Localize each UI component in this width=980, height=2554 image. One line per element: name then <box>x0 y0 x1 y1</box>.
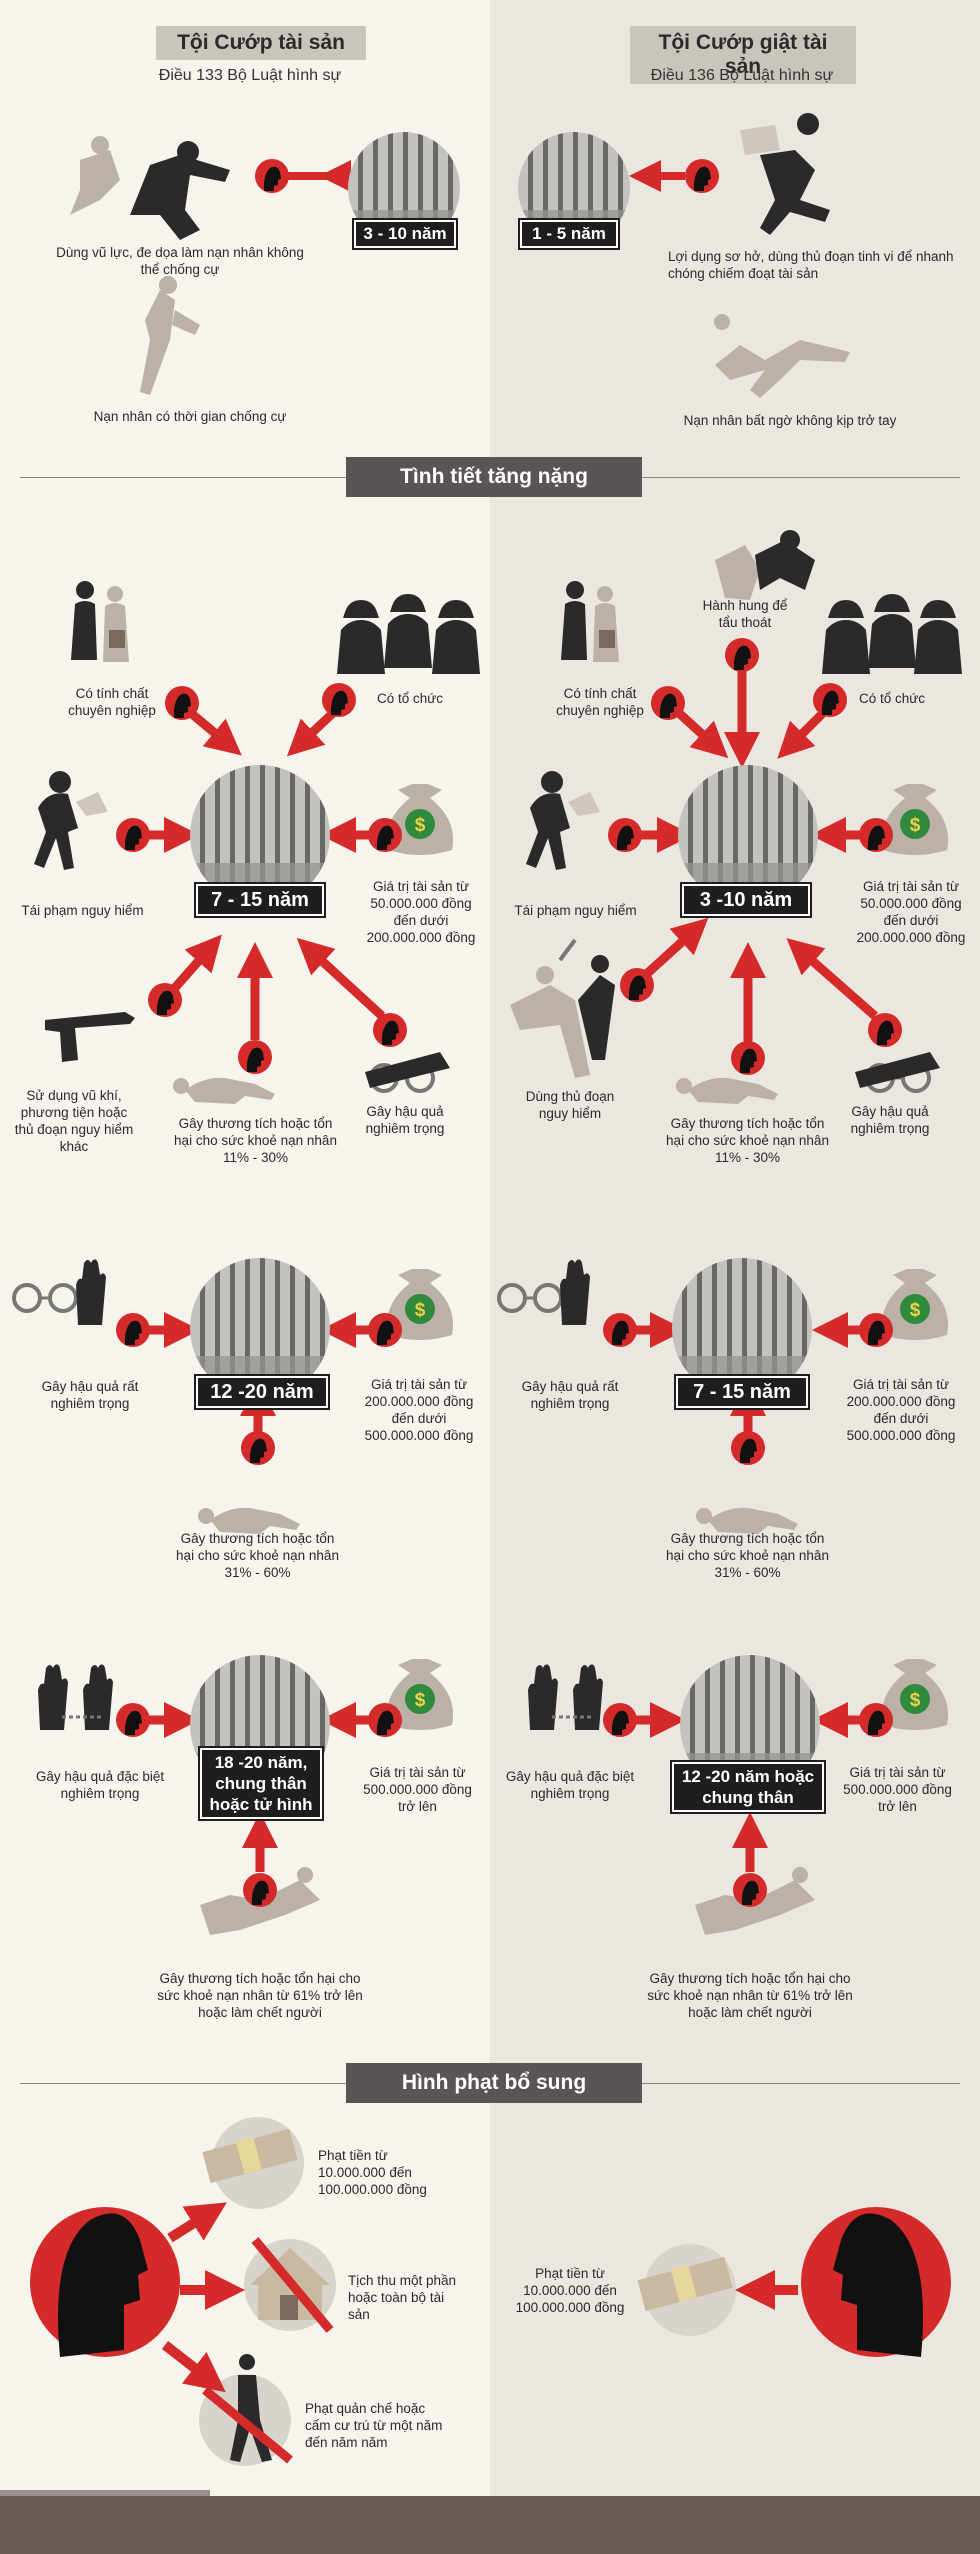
right-g1-pro: Có tính chất chuyên nghiệp <box>556 686 644 718</box>
footer-bar <box>0 2496 980 2554</box>
right-extra-fine: Phạt tiền từ 10.000.000 đến 100.000.000 … <box>515 2266 625 2315</box>
left-g3-consequence: Gây hậu quả đặc biệt nghiêm trọng <box>35 1769 165 1801</box>
right-g3-injury: Gây thương tích hoặc tổn hại cho sức kho… <box>647 1971 853 2020</box>
right-g2-sentence: 7 - 15 năm <box>676 1376 808 1408</box>
right-g1-assault: Hành hung để tẩu thoát <box>702 598 788 630</box>
right-g1-injury: Gây thương tích hoặc tổn hại cho sức kho… <box>666 1116 829 1165</box>
footer-strip <box>0 2490 210 2500</box>
left-desc-resist: Nạn nhân có thời gian chống cự <box>93 409 287 424</box>
right-crime-title: Tội Cướp giật tài sản <box>630 26 856 84</box>
dead-victim-icon-right <box>695 1867 815 1935</box>
left-g1-repeat: Tái phạm nguy hiểm <box>21 903 144 918</box>
right-g1-value: Giá trị tài sản từ 50.000.000 đồng đến d… <box>856 879 966 945</box>
right-g2-value: Giá trị tài sản từ 200.000.000 đồng đến … <box>846 1377 956 1443</box>
left-extra-fine: Phạt tiền từ 10.000.000 đến 100.000.000 … <box>318 2148 427 2197</box>
money-icon-left <box>202 2128 298 2184</box>
left-g1-weapon: Sử dụng vũ khí, phương tiện hoặc thủ đoạ… <box>14 1088 134 1154</box>
left-g3-sentence: 18 -20 năm, chung thân hoặc tử hình <box>200 1748 322 1819</box>
left-g1-pro: Có tính chất chuyên nghiệp <box>68 686 156 718</box>
gun-icon <box>45 1012 135 1062</box>
left-g3-value: Giá trị tài sản từ 500.000.000 đồng trở … <box>363 1765 472 1814</box>
right-g3-consequence: Gây hậu quả đặc biệt nghiêm trọng <box>505 1769 635 1801</box>
left-g2-value: Giá trị tài sản từ 200.000.000 đồng đến … <box>364 1377 474 1443</box>
knife-attacker-icon <box>510 938 615 1078</box>
dead-victim-icon-left <box>200 1867 320 1935</box>
left-crime-title: Tội Cướp tài sản <box>156 26 366 60</box>
walking-man-icon <box>202 2354 293 2464</box>
right-g1-consequence: Gây hậu quả nghiêm trọng <box>850 1104 930 1136</box>
left-g3-injury: Gây thương tích hoặc tổn hại cho sức kho… <box>157 1971 363 2020</box>
right-g1-danger: Dùng thủ đoạn nguy hiểm <box>525 1089 615 1121</box>
right-g1-org: Có tổ chức <box>858 691 926 706</box>
left-base-illustration <box>70 136 230 395</box>
left-g1-value: Giá trị tài sản từ 50.000.000 đồng đến d… <box>366 879 476 945</box>
left-g1-sentence: 7 - 15 năm <box>196 884 324 916</box>
left-extra-probation: Phạt quản chế hoặc cấm cư trú từ một năm… <box>305 2401 443 2450</box>
left-base-sentence: 3 - 10 năm <box>354 220 456 248</box>
left-g1-injury: Gây thương tích hoặc tổn hại cho sức kho… <box>174 1116 337 1165</box>
right-base-illustration <box>714 113 850 398</box>
left-g2-injury: Gây thương tích hoặc tổn hại cho sức kho… <box>176 1531 339 1580</box>
right-base-sentence: 1 - 5 năm <box>520 220 618 248</box>
right-g2-consequence: Gây hậu quả rất nghiêm trọng <box>521 1379 619 1411</box>
left-g1-org: Có tổ chức <box>376 691 444 706</box>
divider <box>20 2083 346 2084</box>
right-g3-value: Giá trị tài sản từ 500.000.000 đồng trở … <box>843 1765 952 1814</box>
divider <box>642 2083 960 2084</box>
money-icon-right <box>637 2256 733 2312</box>
big-head-left <box>30 2207 180 2357</box>
right-desc-snatch: Lợi dụng sơ hở, dùng thủ đoạn tinh vi để… <box>668 249 954 281</box>
left-article: Điều 133 Bộ Luật hình sự <box>158 67 342 84</box>
right-g1-repeat: Tái phạm nguy hiểm <box>514 903 637 918</box>
right-article: Điều 136 Bộ Luật hình sự <box>650 67 834 84</box>
left-extra-confiscate: Tịch thu một phần hoặc toàn bộ tài sản <box>348 2273 457 2322</box>
left-desc-force: Dùng vũ lực, đe dọa làm nạn nhân không t… <box>56 245 304 277</box>
divider <box>20 477 346 478</box>
divider <box>642 477 960 478</box>
aggravating-banner: Tình tiết tăng nặng <box>346 457 642 497</box>
left-g2-consequence: Gây hậu quả rất nghiêm trọng <box>41 1379 139 1411</box>
right-g3-sentence: 12 -20 năm hoặc chung thân <box>672 1762 824 1812</box>
big-head-right <box>801 2207 951 2357</box>
supplementary-banner: Hình phạt bổ sung <box>346 2063 642 2103</box>
left-g1-consequence: Gây hậu quả nghiêm trọng <box>365 1104 445 1136</box>
right-g2-injury: Gây thương tích hoặc tổn hại cho sức kho… <box>666 1531 829 1580</box>
house-icon <box>250 2237 334 2333</box>
left-g2-sentence: 12 -20 năm <box>196 1376 328 1408</box>
right-g1-sentence: 3 -10 năm <box>682 884 810 916</box>
right-desc-surprise: Nạn nhân bất ngờ không kịp trở tay <box>683 413 897 428</box>
